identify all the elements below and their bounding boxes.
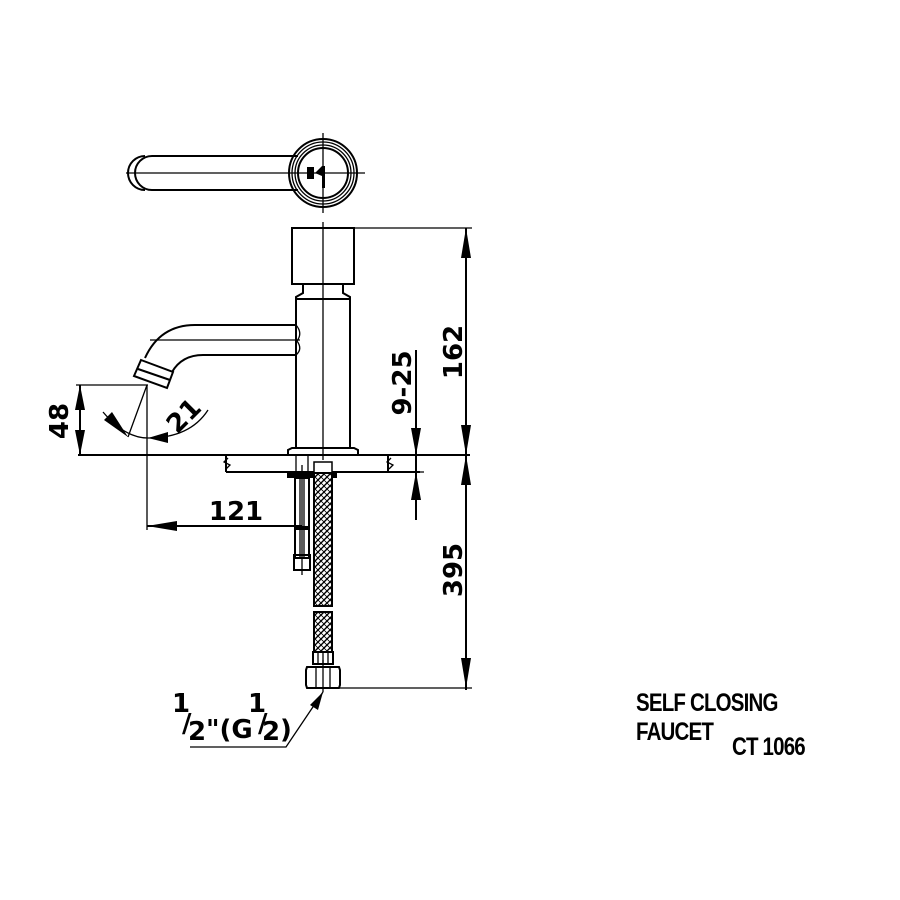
- conn-close: ): [280, 715, 292, 745]
- drawing-title: SELF CLOSING FAUCET: [636, 689, 778, 746]
- supply-hose-assembly: [287, 454, 341, 692]
- conn-slash: /: [182, 709, 192, 739]
- dim-total-height: 162: [439, 325, 469, 379]
- dimension-395: 395: [340, 455, 472, 689]
- faucet-body: [132, 222, 359, 460]
- dim-spout-reach: 121: [209, 497, 263, 527]
- conn-main-den: 2: [188, 717, 206, 747]
- model-number: CT 1066: [732, 733, 806, 761]
- countertop-section: [78, 454, 470, 473]
- dimension-9-25: 9-25: [388, 350, 424, 520]
- top-view-handle: [126, 133, 365, 213]
- conn-g-slash: /: [258, 709, 268, 739]
- conn-main-num: 1: [172, 689, 190, 719]
- conn-g-num: 1: [248, 689, 266, 719]
- dimension-121: 121: [147, 497, 302, 531]
- dim-hose-length: 395: [439, 543, 469, 597]
- conn-g-den: 2: [262, 717, 280, 747]
- dimension-162: 162: [354, 227, 472, 690]
- connection-leader: 1 / 2 "(G 1 / 2 ): [172, 689, 324, 748]
- dimension-21-angle: 21: [102, 384, 209, 530]
- conn-inch: "(G: [206, 715, 253, 745]
- dim-spout-height: 48: [45, 403, 75, 439]
- dim-deck-thickness: 9-25: [388, 350, 418, 415]
- dimension-48: 48: [45, 384, 148, 455]
